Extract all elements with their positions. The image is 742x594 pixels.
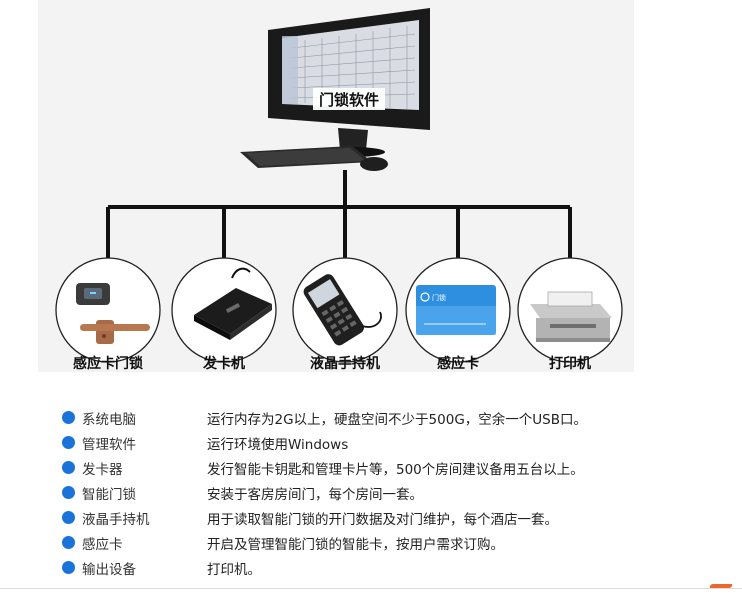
spec-name: 管理软件 xyxy=(82,437,136,453)
spec-desc: 运行环境使用Windows xyxy=(207,437,349,453)
corner-accent-mark xyxy=(708,584,734,588)
spec-name: 液晶手持机 xyxy=(82,512,150,528)
handheld-terminal-icon xyxy=(303,274,364,346)
node-label-printer: 打印机 xyxy=(549,355,591,372)
system-diagram: 门锁软件 xyxy=(38,0,634,372)
card-encoder-icon xyxy=(194,267,272,340)
spec-desc: 运行内存为2G以上，硬盘空间不少于500G，空余一个USB口。 xyxy=(207,412,587,428)
bullet-dot xyxy=(62,461,75,474)
card-brand-text: 门锁 xyxy=(432,293,446,302)
spec-row: 发卡器 发行智能卡钥匙和管理卡片等，500个房间建议备用五台以上。 xyxy=(62,455,722,480)
bullet-dot xyxy=(62,536,75,549)
node-circle-door-lock xyxy=(55,257,161,363)
node-label-door-lock: 感应卡门锁 xyxy=(73,355,143,372)
rfid-card-icon: 门锁 xyxy=(416,285,496,335)
spec-row: 智能门锁 安装于客房房间门，每个房间一套。 xyxy=(62,480,722,505)
center-label: 门锁软件 xyxy=(319,91,379,109)
bullet-dot xyxy=(62,511,75,524)
bullet-dot xyxy=(62,561,75,574)
spec-desc: 安装于客房房间门，每个房间一套。 xyxy=(207,487,423,503)
spec-name: 输出设备 xyxy=(82,562,136,578)
node-label-handheld: 液晶手持机 xyxy=(310,355,380,372)
spec-row: 液晶手持机 用于读取智能门锁的开门数据及对门维护，每个酒店一套。 xyxy=(62,505,722,530)
node-label-card: 感应卡 xyxy=(437,355,479,372)
bottom-divider xyxy=(0,588,742,589)
spec-row: 管理软件 运行环境使用Windows xyxy=(62,430,722,455)
spec-desc: 发行智能卡钥匙和管理卡片等，500个房间建议备用五台以上。 xyxy=(207,462,584,478)
bullet-dot xyxy=(62,486,75,499)
spec-desc: 打印机。 xyxy=(207,562,261,578)
spec-list: 系统电脑 运行内存为2G以上，硬盘空间不少于500G，空余一个USB口。 管理软… xyxy=(62,405,722,580)
spec-row: 输出设备 打印机。 xyxy=(62,555,722,580)
computer-icon xyxy=(240,8,430,171)
spec-name: 智能门锁 xyxy=(82,487,136,503)
node-label-card-encoder: 发卡机 xyxy=(202,355,245,372)
spec-name: 感应卡 xyxy=(82,537,123,553)
spec-desc: 开启及管理智能门锁的智能卡，按用户需求订购。 xyxy=(207,537,504,553)
spec-name: 发卡器 xyxy=(82,462,123,478)
spec-row: 感应卡 开启及管理智能门锁的智能卡，按用户需求订购。 xyxy=(62,530,722,555)
door-lock-icon xyxy=(76,283,150,344)
printer-icon xyxy=(530,291,612,342)
bullet-dot xyxy=(62,436,75,449)
spec-name: 系统电脑 xyxy=(82,412,136,428)
bullet-dot xyxy=(62,411,75,424)
spec-desc: 用于读取智能门锁的开门数据及对门维护，每个酒店一套。 xyxy=(207,512,558,528)
spec-row: 系统电脑 运行内存为2G以上，硬盘空间不少于500G，空余一个USB口。 xyxy=(62,405,722,430)
connector-lines xyxy=(106,170,572,262)
